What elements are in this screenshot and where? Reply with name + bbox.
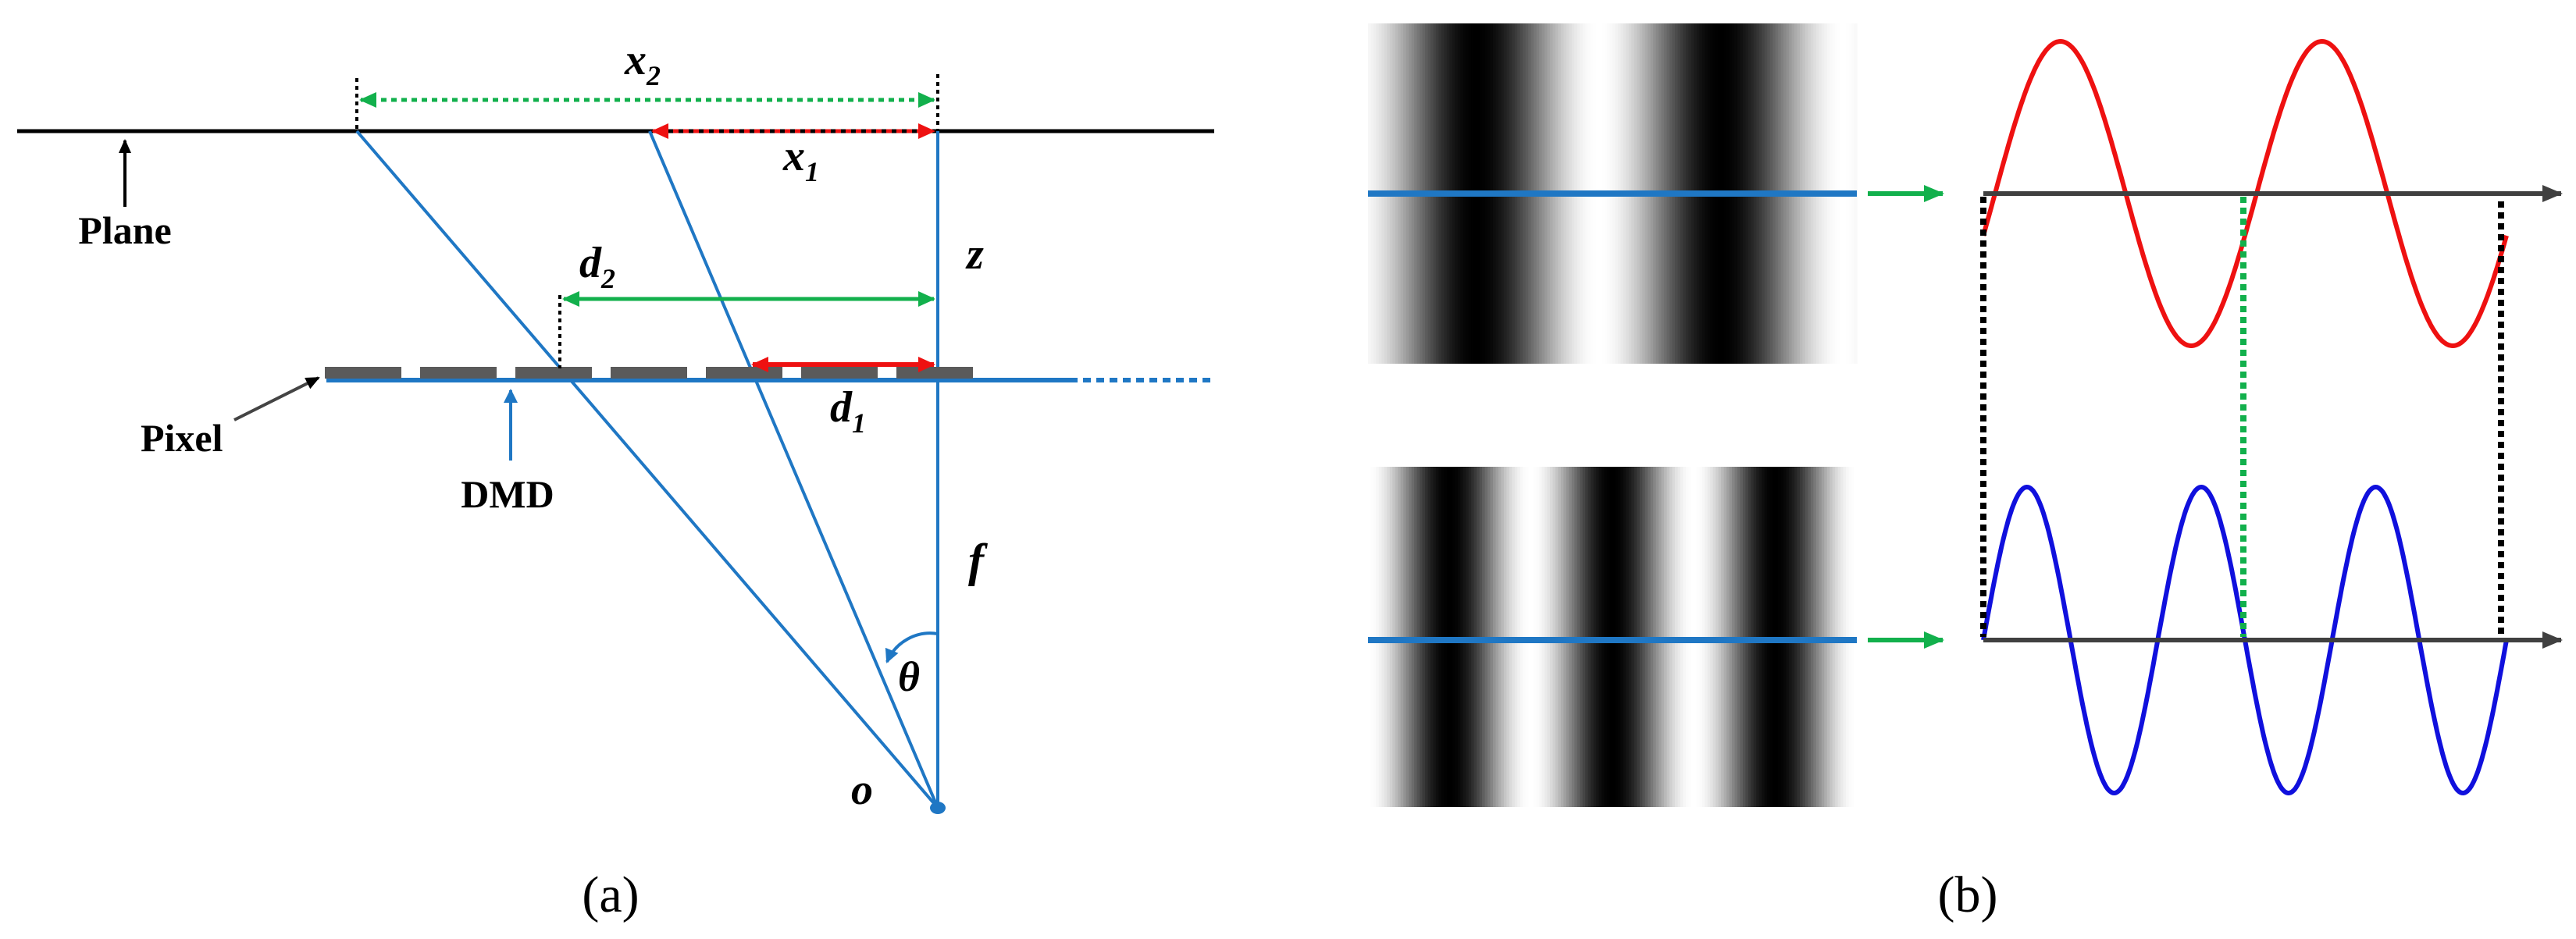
dmd-pixel — [420, 367, 497, 379]
dmd-pixel — [801, 367, 878, 379]
plane-label: Plane — [78, 208, 171, 252]
panel-b-caption: (b) — [1938, 866, 1998, 923]
dmd-pixel — [611, 367, 687, 379]
dmd-pixel — [515, 367, 592, 379]
x2-label: x2 — [624, 36, 661, 91]
dmd-pixel — [706, 367, 782, 379]
dmd-pixel — [896, 367, 973, 379]
origin-label: o — [851, 766, 873, 814]
dmd-pixel — [325, 367, 401, 379]
ray-to-x1 — [648, 130, 939, 809]
z-label: z — [965, 230, 984, 279]
dmd-label: DMD — [461, 472, 554, 516]
theta-angle-arc — [885, 631, 939, 663]
origin-point — [930, 802, 946, 814]
f-label: f — [968, 535, 988, 586]
panel-b-fringe-diagram: (b) — [1368, 23, 2563, 923]
x1-label: x1 — [782, 132, 819, 187]
d1-label: d1 — [830, 383, 866, 439]
pixel-pointer-arrow — [233, 376, 320, 421]
ray-to-x2 — [355, 130, 939, 809]
panel-a-geometry-diagram: Plane Pixel DMD — [17, 36, 1214, 923]
panel-a-caption: (a) — [582, 866, 639, 923]
d2-label: d2 — [579, 239, 615, 294]
pixel-label: Pixel — [141, 416, 223, 460]
dmd-pixels — [325, 367, 973, 379]
theta-label: θ — [898, 653, 920, 700]
